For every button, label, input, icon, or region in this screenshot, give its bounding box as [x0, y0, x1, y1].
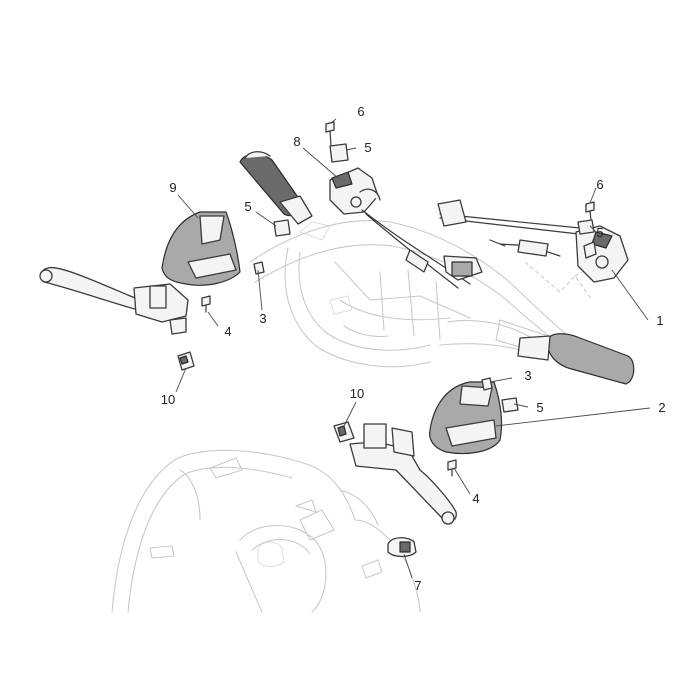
hardware-parts	[201, 121, 595, 477]
callout-1: 1	[656, 313, 663, 328]
leader-lines	[175, 118, 651, 579]
callout-6-right: 6	[596, 177, 603, 192]
right-grip-part	[517, 333, 635, 385]
callout-5-left: 5	[244, 199, 251, 214]
wiring-harness-part	[361, 199, 601, 289]
left-lever-part	[39, 266, 189, 335]
callout-4-left: 4	[224, 324, 231, 339]
callout-7: 7	[414, 578, 421, 593]
callout-3-left: 3	[259, 311, 266, 326]
connector-part	[387, 537, 417, 558]
callout-labels: 6 8 5 6 9 5 5 3 4 1 10 3 10 5 2 4 7	[161, 104, 666, 593]
callout-3-right: 3	[524, 368, 531, 383]
callout-10-right: 10	[350, 386, 364, 401]
callout-2: 2	[658, 400, 665, 415]
callout-10-left: 10	[161, 392, 175, 407]
left-brake-switch-part	[177, 351, 195, 371]
callout-6-top: 6	[357, 104, 364, 119]
right-hand-guard-part	[429, 381, 503, 455]
left-hand-guard-part	[161, 211, 241, 286]
callout-5-lower: 5	[536, 400, 543, 415]
right-brake-switch-part	[333, 421, 355, 443]
right-lever-part	[349, 423, 457, 525]
ghost-front-shield	[111, 449, 421, 613]
callout-4-right: 4	[472, 491, 479, 506]
right-switch-block-part	[575, 225, 629, 283]
left-grip-part	[239, 151, 313, 225]
callout-5-top: 5	[364, 140, 371, 155]
callout-8: 8	[293, 134, 300, 149]
callout-5-right: 5	[596, 225, 603, 240]
callout-9: 9	[169, 180, 176, 195]
left-switch-block-part	[329, 167, 381, 215]
